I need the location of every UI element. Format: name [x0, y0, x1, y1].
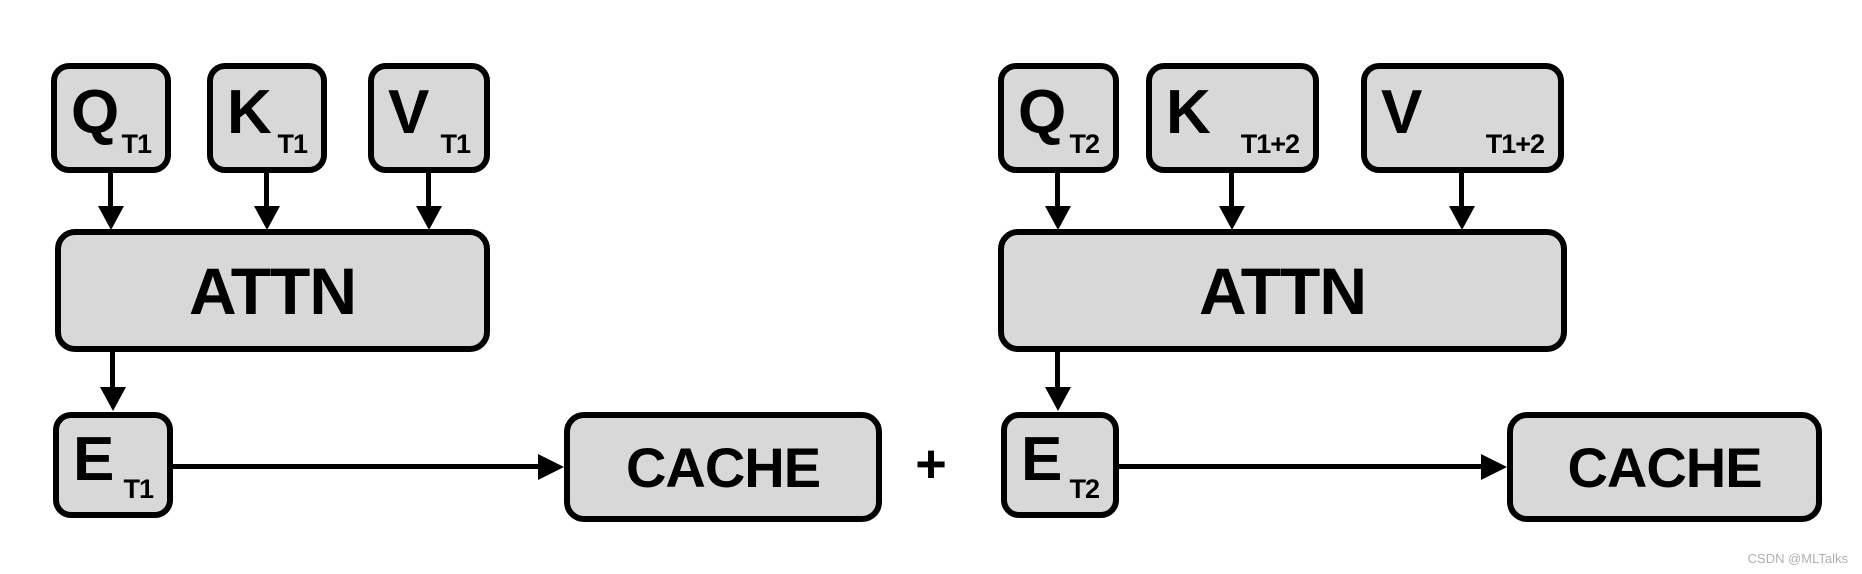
k-t1-box: K T1 [207, 63, 327, 173]
e-t1-subscript: T1 [123, 474, 153, 504]
k-t1-letter: K [227, 78, 272, 147]
q-t1-subscript: T1 [121, 129, 151, 159]
arrow-attn-to-e-t1 [100, 352, 126, 411]
arrow-k-t1-to-attn [254, 173, 280, 230]
attn-t2-box: ATTN [998, 229, 1567, 352]
q-t1-letter: Q [71, 78, 119, 147]
cache-t2-box: CACHE [1507, 412, 1822, 522]
e-t1-box: E T1 [53, 412, 173, 518]
cache-t1-label: CACHE [625, 435, 821, 499]
v-t1plus2-letter: V [1381, 78, 1422, 147]
q-t2-box: Q T2 [998, 63, 1119, 173]
arrow-attn-to-e-t2 [1045, 352, 1071, 411]
cache-t2-label: CACHE [1567, 435, 1762, 499]
csdn-watermark: CSDN @MLTalks [1747, 551, 1848, 566]
q-t1-box: Q T1 [51, 63, 171, 173]
e-t2-letter: E [1021, 425, 1062, 494]
attn-t2-label: ATTN [1198, 253, 1367, 328]
v-t1-letter: V [388, 78, 429, 147]
k-t1plus2-box: K T1+2 [1146, 63, 1319, 173]
v-t1plus2-box: V T1+2 [1361, 63, 1564, 173]
v-t1plus2-subscript: T1+2 [1485, 129, 1545, 159]
arrow-k-t1plus2-to-attn [1219, 173, 1245, 230]
e-t2-subscript: T2 [1069, 474, 1099, 504]
k-t1plus2-subscript: T1+2 [1240, 129, 1300, 159]
q-t2-subscript: T2 [1069, 129, 1099, 159]
e-t1-letter: E [73, 425, 114, 494]
arrow-q-t2-to-attn [1045, 173, 1071, 230]
e-t2-box: E T2 [1001, 412, 1119, 518]
arrow-q-t1-to-attn [98, 173, 124, 230]
k-t1plus2-letter: K [1166, 78, 1211, 147]
v-t1-box: V T1 [368, 63, 490, 173]
arrow-v-t1-to-attn [416, 173, 442, 230]
arrow-e-t2-to-cache [1119, 454, 1507, 480]
k-t1-subscript: T1 [277, 129, 307, 159]
arrow-e-t1-to-cache [173, 454, 564, 480]
q-t2-letter: Q [1018, 78, 1066, 147]
plus-sign: + [915, 434, 947, 494]
v-t1-subscript: T1 [440, 129, 470, 159]
cache-t1-box: CACHE [564, 412, 882, 522]
arrow-v-t1plus2-to-attn [1449, 173, 1475, 230]
attn-t1-box: ATTN [55, 229, 490, 352]
attn-t1-label: ATTN [188, 253, 357, 328]
